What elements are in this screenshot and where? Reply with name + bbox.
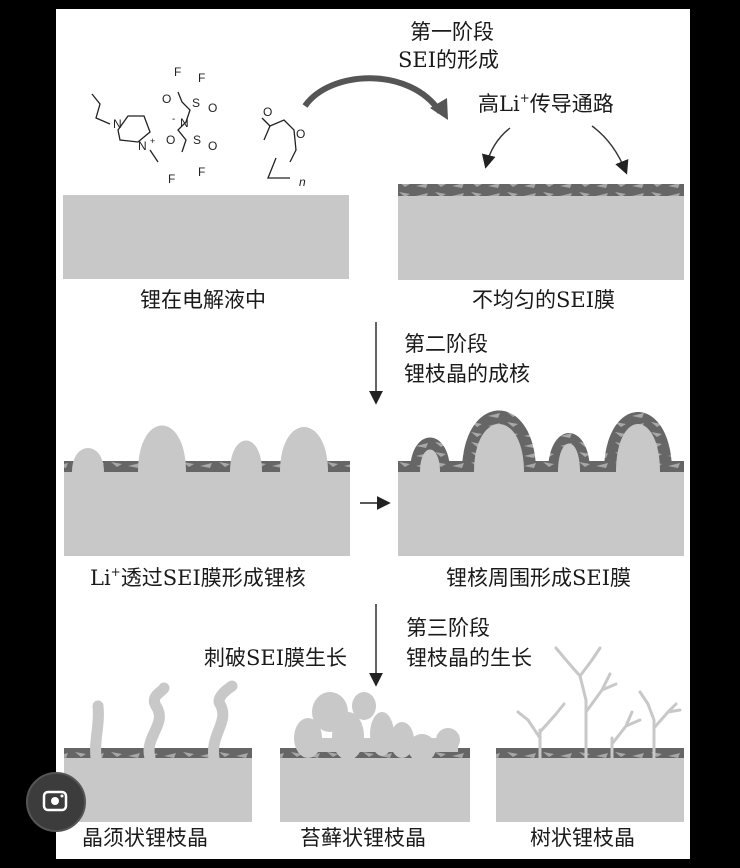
stage1-subtitle: SEI的形成: [398, 48, 500, 72]
label-li-through-sei: Li+透过SEI膜形成锂核: [90, 565, 306, 590]
charge-plus: +: [150, 136, 155, 146]
channel-label-sup: +: [519, 91, 530, 105]
molecule-atom-labels: F F O S O N O S O F F N N O O n + -: [113, 65, 306, 189]
atom-f3: F: [168, 172, 175, 186]
label-uneven-sei: 不均匀的SEI膜: [472, 288, 616, 312]
electrode-sei-nuclei: [398, 472, 684, 556]
channel-arrow-left: [481, 127, 511, 169]
electrode-tree: [496, 758, 684, 822]
mossy-dendrites: [294, 692, 460, 762]
atom-n-ring2: N: [138, 139, 147, 153]
atom-o-ester2: O: [296, 127, 305, 141]
sei-coated-nuclei: [410, 410, 672, 472]
sei-layer-whisker: [64, 748, 252, 758]
sei-layer-nuclei: [64, 461, 350, 472]
stage3-title: 第三阶段: [406, 616, 490, 640]
atom-o2: O: [208, 101, 217, 115]
atom-f4: F: [198, 165, 205, 179]
electrode-bare: [63, 195, 349, 279]
atom-o4: O: [208, 139, 217, 153]
stage1-curved-arrow: [302, 75, 443, 114]
atom-o-ester1: O: [263, 105, 272, 119]
label-sei-around-nuclei: 锂核周围形成SEI膜: [446, 566, 632, 590]
li-through-post: 透过SEI膜形成锂核: [120, 566, 306, 590]
sei-layer-uneven: [398, 184, 684, 196]
li-through-pre: Li: [90, 566, 111, 590]
sei-layer-around-nuclei: [398, 461, 684, 472]
lens-search-icon[interactable]: [26, 772, 86, 832]
electrode-nuclei: [64, 472, 350, 556]
stage1-arrowhead: [430, 98, 448, 120]
electrode-uneven-sei: [398, 196, 684, 280]
channel-label-pre: 高Li: [478, 92, 520, 116]
charge-minus: -: [172, 114, 175, 125]
stage2-subtitle: 锂枝晶的成核: [404, 362, 530, 386]
molecule-structure: [91, 91, 297, 179]
electrode-mossy: [280, 758, 470, 822]
channel-arrow-right: [591, 125, 629, 175]
lens-glyph: [42, 790, 68, 812]
label-tree: 树状锂枝晶: [530, 826, 635, 850]
atom-n: N: [180, 116, 189, 130]
stage2-title: 第二阶段: [404, 332, 488, 356]
label-lithium-in-electrolyte: 锂在电解液中: [140, 288, 266, 312]
electrode-whisker: [64, 758, 252, 822]
atom-f1: F: [174, 65, 181, 79]
stage3-subtitle: 锂枝晶的生长: [406, 646, 532, 670]
tree-dendrites: [516, 646, 682, 760]
atom-s1: S: [192, 96, 200, 110]
sei-layer-tree: [496, 748, 684, 758]
atom-s2: S: [193, 133, 201, 147]
atom-o1: O: [162, 92, 171, 106]
channel-label-post: 传导通路: [529, 92, 614, 116]
atom-f2: F: [198, 71, 205, 85]
atom-n-ring1: N: [113, 117, 122, 131]
li-through-sup: +: [110, 565, 121, 579]
whisker-dendrites: [90, 680, 238, 764]
atom-o3: O: [166, 133, 175, 147]
channel-label: 高Li+传导通路: [478, 91, 614, 116]
label-whisker: 晶须状锂枝晶: [82, 826, 208, 850]
label-mossy: 苔藓状锂枝晶: [300, 826, 426, 850]
lithium-nuclei: [72, 425, 328, 472]
stage3-side-note: 刺破SEI膜生长: [204, 646, 348, 670]
repeat-n: n: [299, 175, 306, 189]
sei-layer-mossy: [280, 748, 470, 758]
stage1-title: 第一阶段: [410, 20, 494, 44]
